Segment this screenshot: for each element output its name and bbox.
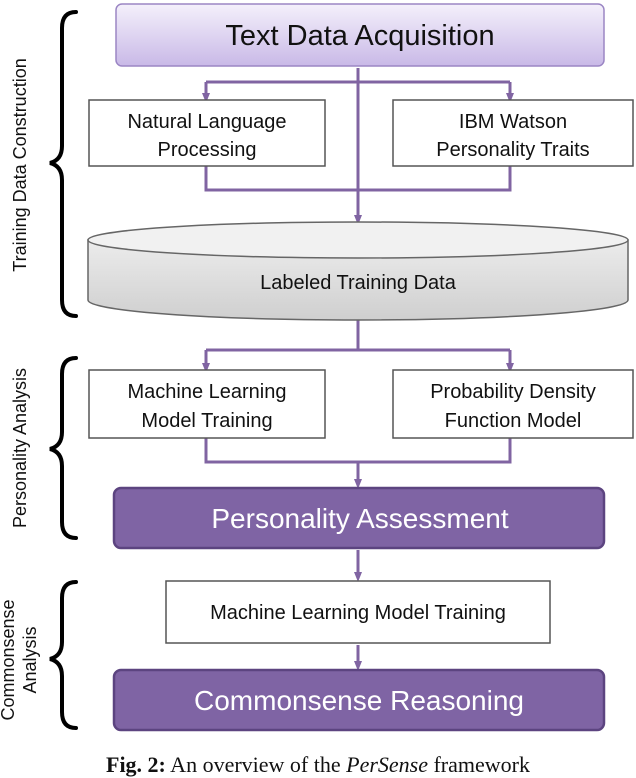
node-pdf-model-line1: Probability Density bbox=[430, 381, 596, 403]
node-nlp: Natural Language Processing bbox=[88, 99, 326, 167]
node-ml-model-training: Machine Learning Model Training bbox=[88, 369, 326, 439]
node-text-data-acquisition-label: Text Data Acquisition bbox=[225, 20, 494, 52]
node-labeled-training-data: Labeled Training Data bbox=[87, 221, 629, 321]
node-ml-model-training-2-label: Machine Learning Model Training bbox=[210, 602, 506, 624]
node-ibm-watson: IBM Watson Personality Traits bbox=[392, 99, 634, 167]
bracket-personality-analysis bbox=[49, 356, 78, 540]
node-personality-assessment-label: Personality Assessment bbox=[211, 503, 508, 534]
node-nlp-line1: Natural Language bbox=[127, 111, 286, 133]
node-personality-assessment: Personality Assessment bbox=[112, 486, 606, 550]
node-ibm-watson-line2: Personality Traits bbox=[436, 139, 589, 161]
node-ml-model-training-line1: Machine Learning bbox=[128, 381, 287, 403]
section-commonsense-analysis-line1: Commonsense bbox=[0, 599, 18, 720]
node-text-data-acquisition: Text Data Acquisition bbox=[115, 3, 605, 67]
node-ml-model-training-line2: Model Training bbox=[141, 410, 272, 432]
section-training-data-construction: Training Data Construction bbox=[10, 58, 30, 271]
node-ml-model-training-2: Machine Learning Model Training bbox=[165, 580, 551, 644]
node-pdf-model-line2: Function Model bbox=[445, 410, 582, 432]
figure-caption: Fig. 2: An overview of the PerSense fram… bbox=[0, 752, 636, 778]
node-ibm-watson-line1: IBM Watson bbox=[459, 111, 567, 133]
bracket-commonsense-analysis bbox=[49, 580, 78, 730]
node-commonsense-reasoning-label: Commonsense Reasoning bbox=[194, 685, 524, 716]
caption-name: PerSense bbox=[346, 752, 428, 777]
node-pdf-model: Probability Density Function Model bbox=[392, 369, 634, 439]
section-personality-analysis: Personality Analysis bbox=[10, 368, 30, 528]
connectors bbox=[202, 68, 514, 671]
section-commonsense-analysis-line2: Analysis bbox=[20, 626, 40, 693]
caption-pre: An overview of the bbox=[165, 752, 347, 777]
node-commonsense-reasoning: Commonsense Reasoning bbox=[112, 668, 606, 732]
node-nlp-line2: Processing bbox=[158, 139, 257, 161]
node-labeled-training-data-label: Labeled Training Data bbox=[260, 272, 457, 294]
caption-label: Fig. 2: bbox=[106, 752, 166, 777]
bracket-training-data-construction bbox=[49, 10, 78, 318]
caption-post: framework bbox=[427, 752, 530, 777]
